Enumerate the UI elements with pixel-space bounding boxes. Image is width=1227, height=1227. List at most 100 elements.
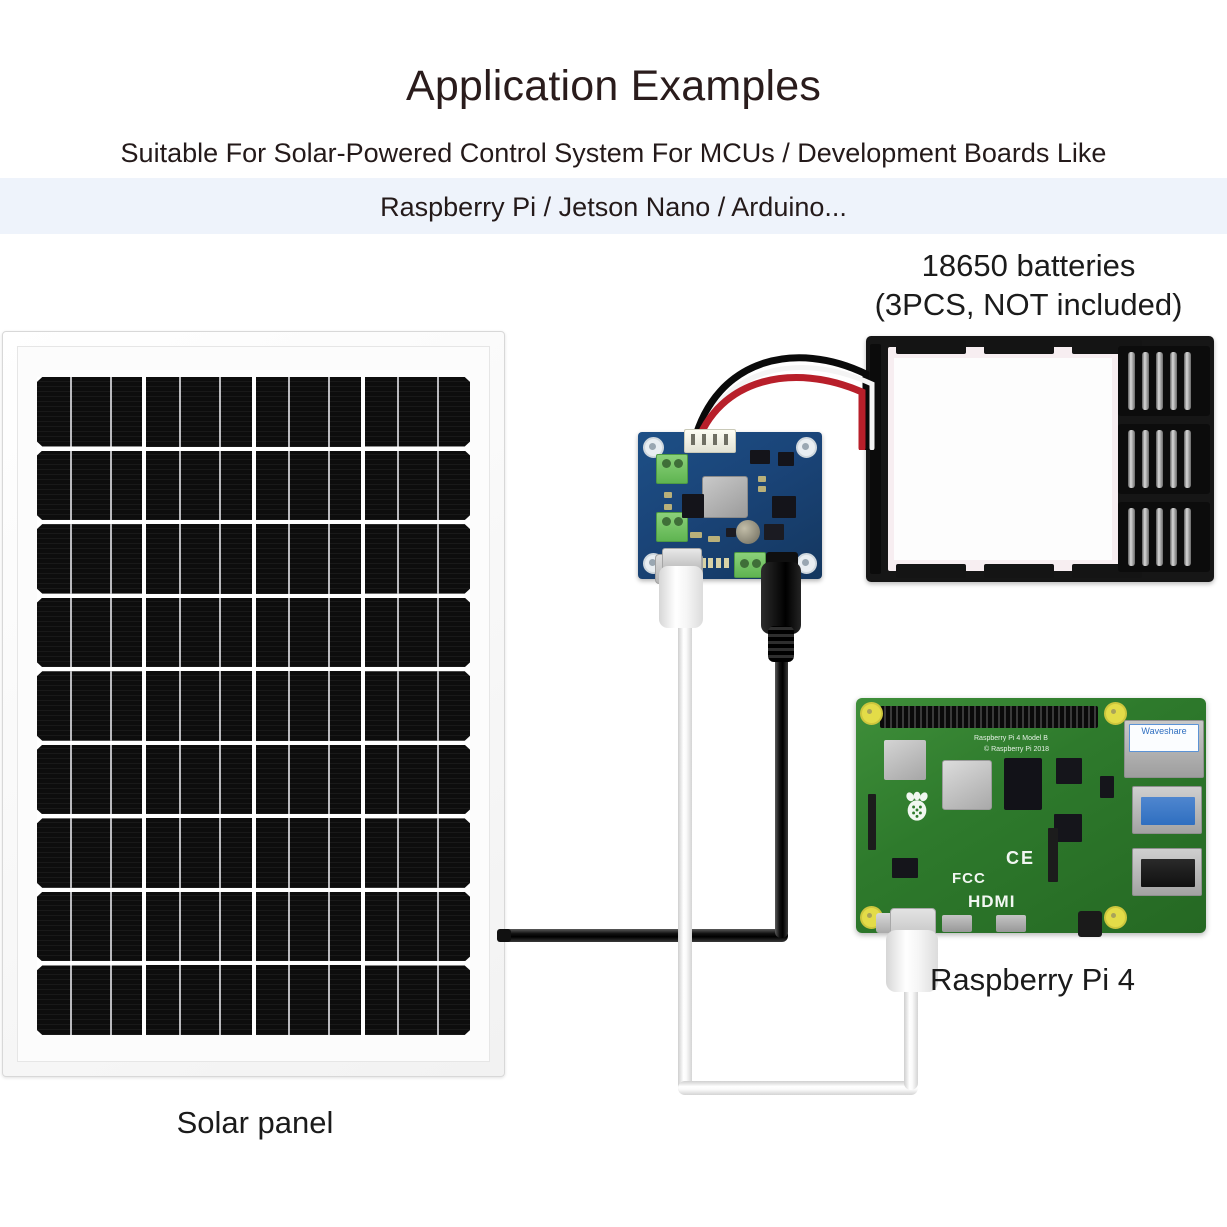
solar-panel [2,331,505,1077]
usb-c-cable-horizontal-segment [678,1081,918,1095]
solar-panel-glass [17,346,490,1062]
pi-ram-chip [1004,758,1042,810]
solar-cell [255,965,361,1035]
solar-cell [146,597,252,668]
solar-cell [37,671,143,741]
solar-cell [364,818,470,888]
screw-terminal-load [734,552,766,578]
pi-silkscreen-copyright: © Raspberry Pi 2018 [984,746,1050,753]
pi-shield-can [884,740,926,780]
battery-holder-left-rail [870,344,881,574]
pi-mounting-hole-tl [860,702,883,725]
pi-soc-bcm2711 [942,760,992,810]
usb-c-cable-vertical-segment-left [678,600,692,1095]
pin-header-1 [708,558,713,568]
solar-cell [364,597,470,668]
solar-panel-label: Solar panel [176,1105,334,1140]
solar-cell [146,744,252,815]
header-highlight-band [0,178,1227,234]
solar-cable-vertical-segment [775,600,788,938]
solar-cell [255,377,361,447]
usb-3-0-insert [1141,797,1195,825]
power-inductor [736,520,760,544]
subtitle-line-1: Suitable For Solar-Powered Control Syste… [120,138,1107,168]
pi-usb-controller-chip [1056,758,1082,784]
pi-usb-2-0-port [1132,848,1202,896]
solar-cell [364,377,470,447]
pi-display-connector [868,794,876,850]
ce-mark-icon: CE [1006,848,1036,868]
solar-cell [37,818,143,888]
solar-cell [364,524,470,594]
subtitle-line-2: Raspberry Pi / Jetson Nano / Arduino... [380,192,847,222]
solar-cell [37,965,143,1035]
battery-label-line-2: (3PCS, NOT included) [874,287,1183,322]
ic-chip-2 [750,450,770,464]
solar-cell [364,744,470,815]
solar-cell [37,524,143,594]
solar-cell [364,450,470,521]
solar-cell [364,965,470,1035]
ic-chip-3 [778,452,794,466]
pi-pmic-chip [892,858,918,878]
raspberry-pi-logo-icon [906,791,928,821]
solar-cell [37,377,143,447]
passive-4 [664,504,672,510]
pi-mounting-hole-br [1104,906,1127,929]
pi-hdmi-port-0 [942,915,972,932]
battery-slot-3 [1118,502,1210,572]
page-title: Application Examples [405,62,822,110]
solar-cell [255,524,361,594]
solar-cell [255,597,361,668]
fcc-mark-icon: FCC [952,870,986,887]
ic-chip-5 [764,524,784,540]
passive-5 [758,476,766,482]
solar-cell [146,818,252,888]
usb-c-plug-board-end-body [659,566,703,628]
solar-cell [146,450,252,521]
solar-cell [37,744,143,815]
pi-ethernet-port: Waveshare [1124,720,1204,778]
solar-cell [255,744,361,815]
pin-header-4 [701,558,706,568]
jst-battery-connector [684,429,736,453]
pi-usb-3-0-port [1132,786,1202,834]
pi-audio-jack [1078,911,1102,937]
solar-cell [146,891,252,962]
ic-chip-1 [682,494,704,518]
pin-header-2 [716,558,721,568]
raspberry-pi-label: Raspberry Pi 4 [930,962,1136,997]
gpio-header [880,706,1098,728]
solar-cell [146,524,252,594]
solar-cell [37,891,143,962]
usb-2-0-insert [1141,859,1195,887]
solar-cell [255,450,361,521]
solar-cell [255,671,361,741]
solar-cell [255,818,361,888]
board-mounting-hole-tl [643,437,664,458]
screw-terminal-solar-input [656,454,688,484]
solar-cell [146,671,252,741]
solar-cell [146,377,252,447]
pi-ethernet-phy-chip [1054,814,1082,842]
battery-harness-wires [690,354,875,450]
solar-cell [37,450,143,521]
passive-3 [664,492,672,498]
solar-cell [364,671,470,741]
battery-slot-1 [1118,346,1210,416]
pi-hdmi-port-1 [996,915,1026,932]
passive-6 [758,486,766,492]
solar-cell [37,597,143,668]
battery-holder-face [888,347,1118,571]
pi-mounting-hole-tr [1104,702,1127,725]
battery-holder [866,336,1214,582]
solar-panel-cable-exit [497,929,511,942]
battery-holder-label: 18650 batteries (3PCS, NOT included) [830,246,1227,324]
pi-chip-small [1100,776,1114,798]
raspberry-pi-4-board: Raspberry Pi 4 Model B © Raspberry Pi 20… [856,698,1206,937]
ic-chip-6 [726,528,736,537]
solar-cell [364,891,470,962]
hdmi-mark-icon: HDMI [968,892,1016,911]
usb-c-plug-pi-end-body [886,930,938,992]
